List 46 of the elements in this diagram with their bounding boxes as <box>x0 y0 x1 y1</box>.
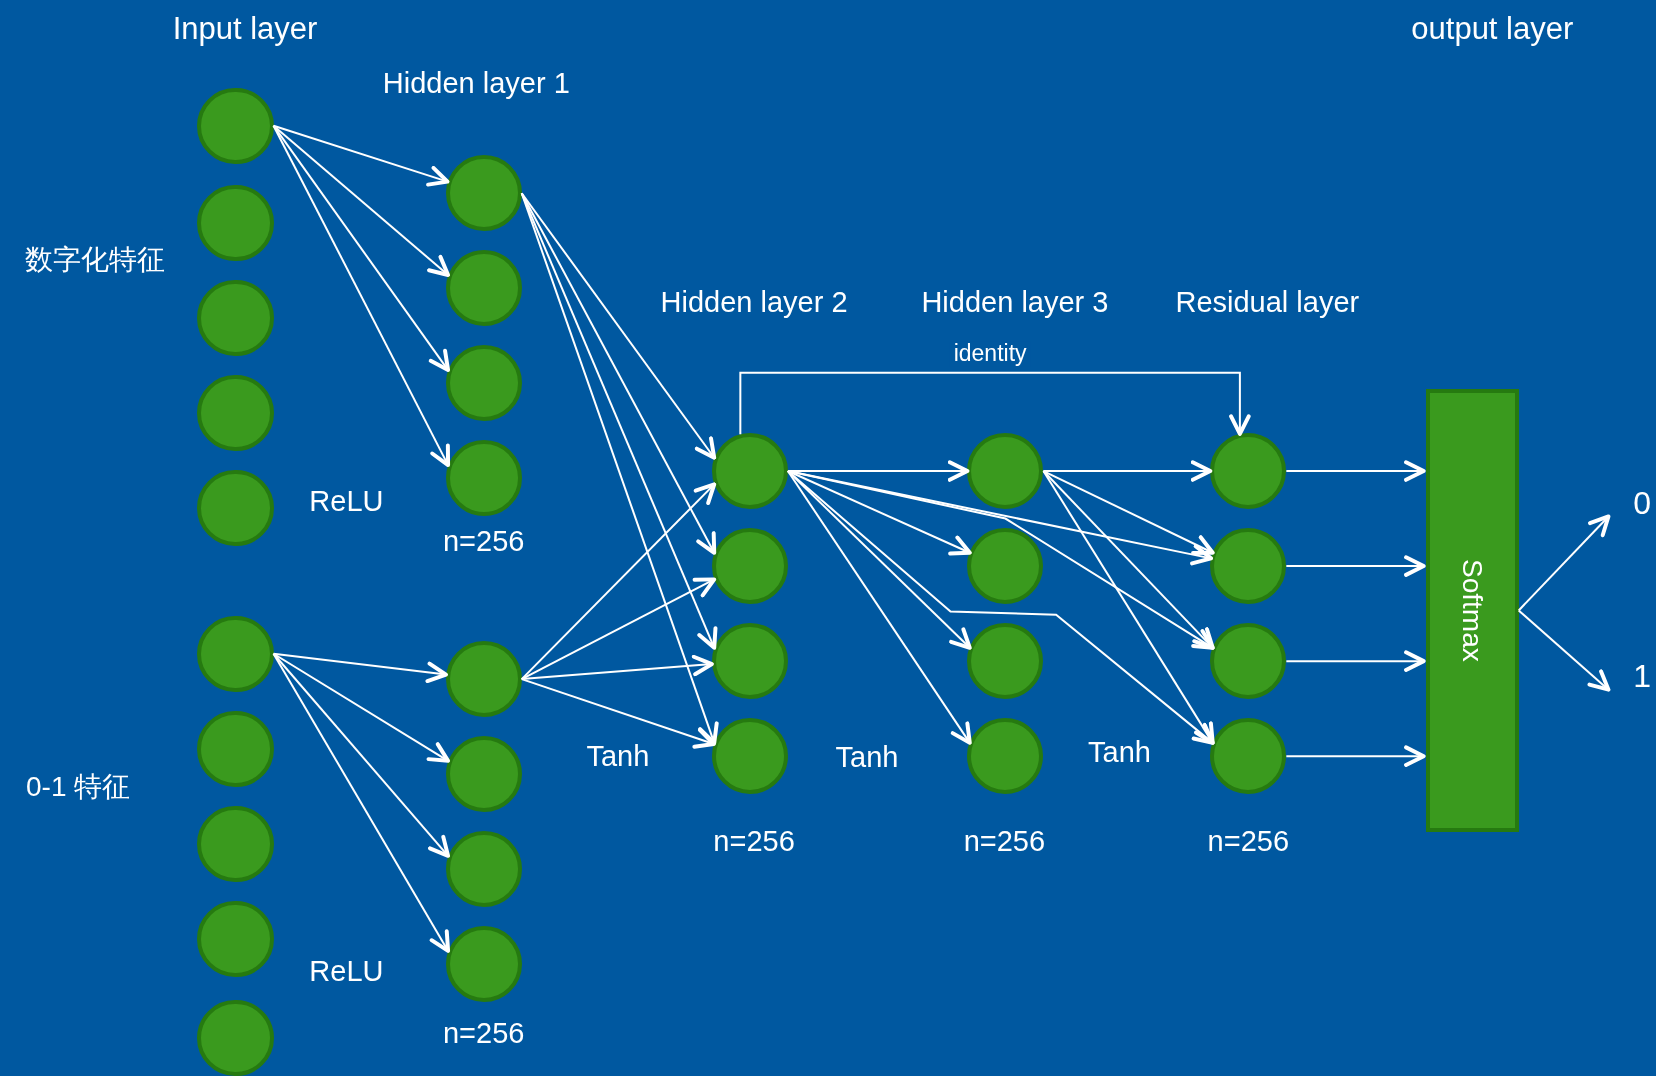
arrow <box>272 124 451 468</box>
arrow <box>272 124 450 187</box>
arrow <box>1285 745 1426 767</box>
activation-label: ReLU <box>309 955 384 988</box>
arrow <box>272 124 451 277</box>
neuron-count: n=256 <box>443 1018 525 1050</box>
feature-group-label: 0-1 特征 <box>26 771 131 803</box>
arrow <box>272 652 451 953</box>
softmax-box: Softmax <box>1425 388 1519 833</box>
arrow <box>1285 460 1426 482</box>
arrow <box>272 652 448 684</box>
activation-label: Tanh <box>1088 737 1151 769</box>
layer-title: Hidden layer 2 <box>660 287 848 320</box>
neuron-count: n=256 <box>443 525 525 558</box>
arrow <box>520 192 717 555</box>
arrow <box>786 470 1215 745</box>
arrow <box>786 470 1215 650</box>
output-label: 1 <box>1633 659 1652 695</box>
arrow <box>786 470 972 745</box>
arrow <box>520 654 714 681</box>
arrow <box>1042 470 1215 556</box>
layer-title: Residual layer <box>1175 287 1360 320</box>
arrow <box>272 652 451 858</box>
feature-group-label: 数字化特征 <box>25 244 166 276</box>
activation-label: Tanh <box>835 742 899 775</box>
layer-title: output layer <box>1411 11 1574 46</box>
arrow <box>520 678 716 749</box>
activation-label: ReLU <box>309 485 384 518</box>
arrow <box>520 192 719 745</box>
arrow <box>1517 514 1611 612</box>
neuron-count: n=256 <box>713 825 795 858</box>
arrow <box>1042 470 1215 745</box>
arrow <box>1285 555 1426 577</box>
arrow <box>1285 650 1426 672</box>
arrow <box>1517 609 1611 692</box>
neuron-count: n=256 <box>1207 825 1290 858</box>
output-label: 0 <box>1633 486 1652 522</box>
layer-title: Hidden layer 3 <box>921 287 1109 320</box>
connector-arrow <box>739 371 1251 436</box>
arrow <box>1042 460 1213 482</box>
layer-title: Hidden layer 1 <box>382 68 570 101</box>
layer-title: Input layer <box>172 11 318 46</box>
neuron-count: n=256 <box>963 825 1046 858</box>
arrow <box>520 577 717 681</box>
arrow <box>520 482 717 681</box>
activation-label: Tanh <box>586 741 650 774</box>
